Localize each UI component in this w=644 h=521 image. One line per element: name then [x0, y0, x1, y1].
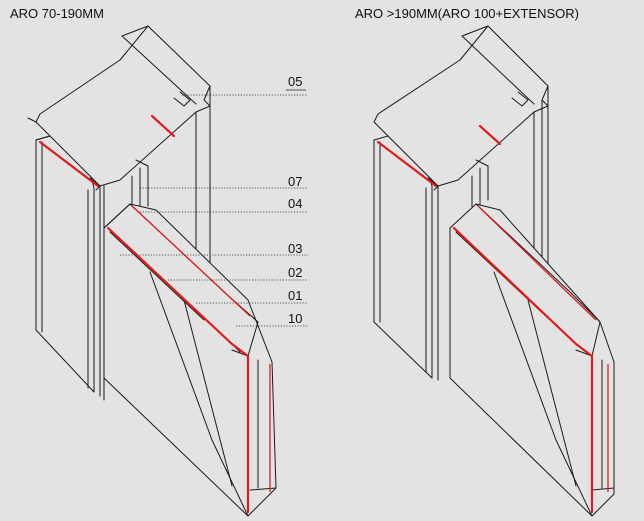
- left-callout-leaders: [120, 94, 308, 327]
- left-stop-profile: [135, 159, 149, 207]
- right-title: ARO >190MM(ARO 100+EXTENSOR): [355, 6, 579, 21]
- callout-07: 07: [288, 174, 302, 189]
- right-assembly: [373, 25, 615, 517]
- left-door-leaf: [103, 203, 277, 517]
- callout-02: 02: [288, 265, 302, 280]
- callout-04: 04: [288, 196, 302, 211]
- right-red-highlights: [376, 124, 609, 514]
- left-assembly: [27, 25, 308, 517]
- callout-01: 01: [288, 288, 302, 303]
- right-wall-jamb: [373, 127, 439, 381]
- callout-labels: 05 07 04 03 02 01 10: [286, 74, 306, 326]
- left-wall-edge: [27, 117, 37, 123]
- right-door-leaf: [449, 203, 615, 517]
- callout-10: 10: [288, 311, 302, 326]
- left-title: ARO 70-190MM: [10, 6, 104, 21]
- left-red-highlights: [38, 114, 271, 514]
- callout-03: 03: [288, 241, 302, 256]
- right-stop-profile: [475, 159, 489, 201]
- right-top-frame: [373, 25, 549, 431]
- callout-05: 05: [288, 74, 302, 89]
